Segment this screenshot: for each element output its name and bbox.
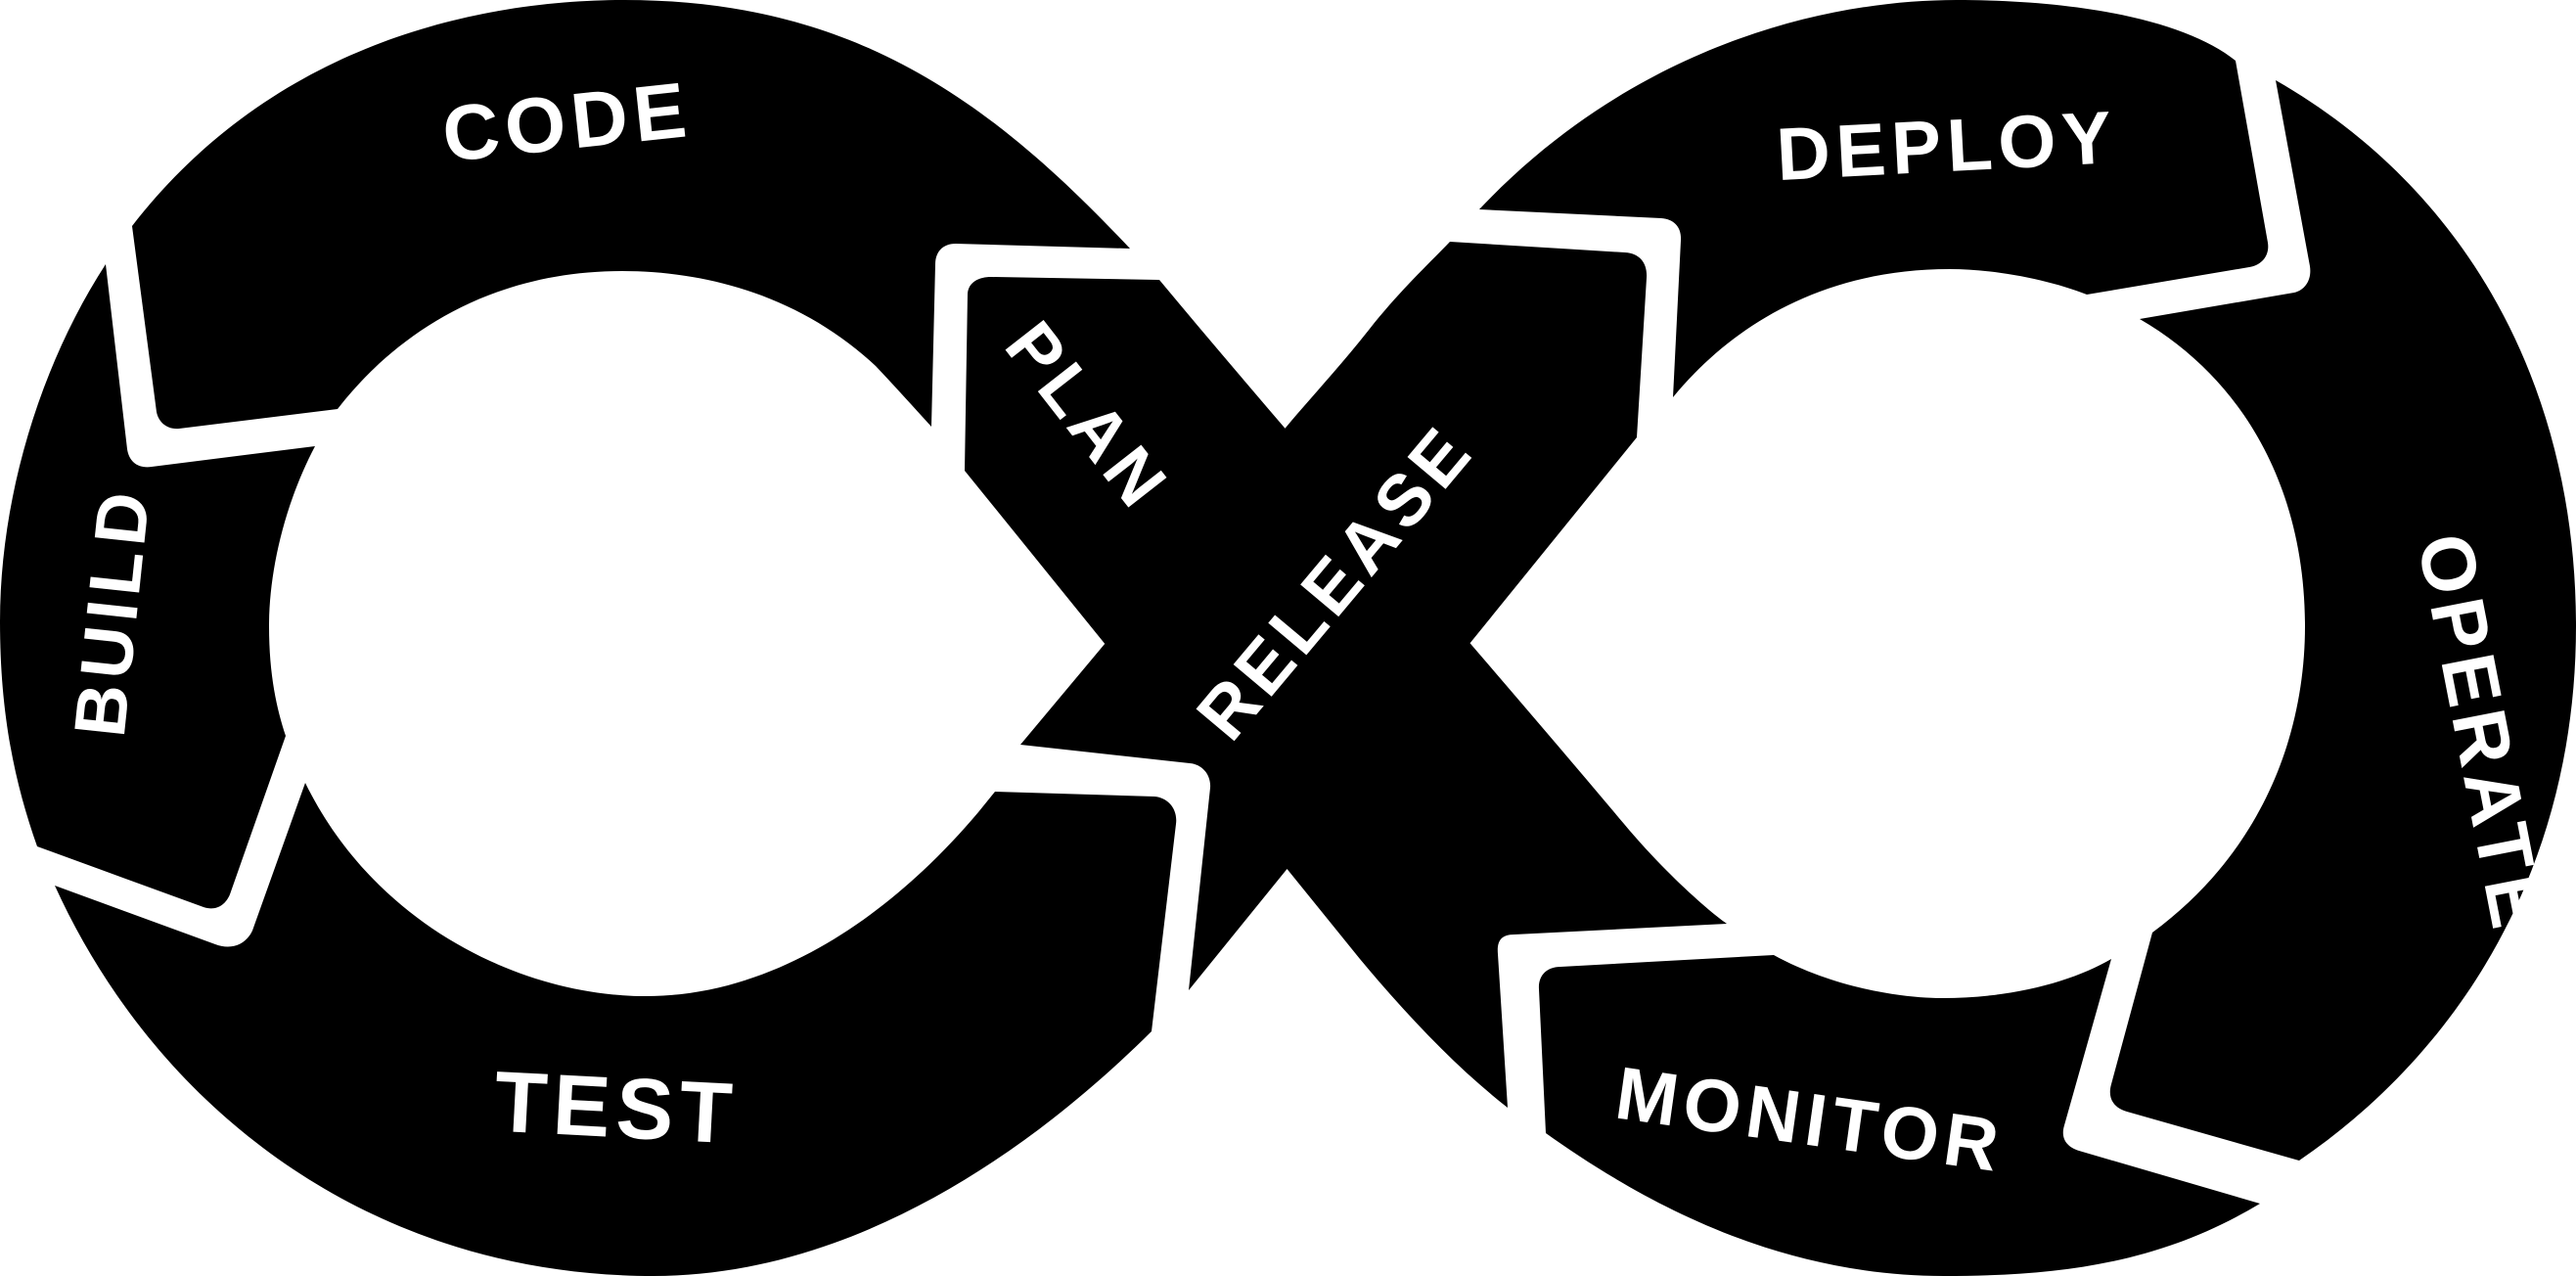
- test-segment: [55, 783, 1177, 1276]
- deploy-segment: [1479, 0, 2269, 397]
- test-label: TEST: [492, 1053, 741, 1162]
- deploy-label: DEPLOY: [1775, 96, 2119, 197]
- code-segment: [132, 0, 1130, 430]
- build-segment: [0, 264, 315, 909]
- release-segment: [1020, 242, 1648, 990]
- monitor-segment: [1538, 955, 2260, 1276]
- operate-segment: [2109, 80, 2576, 1161]
